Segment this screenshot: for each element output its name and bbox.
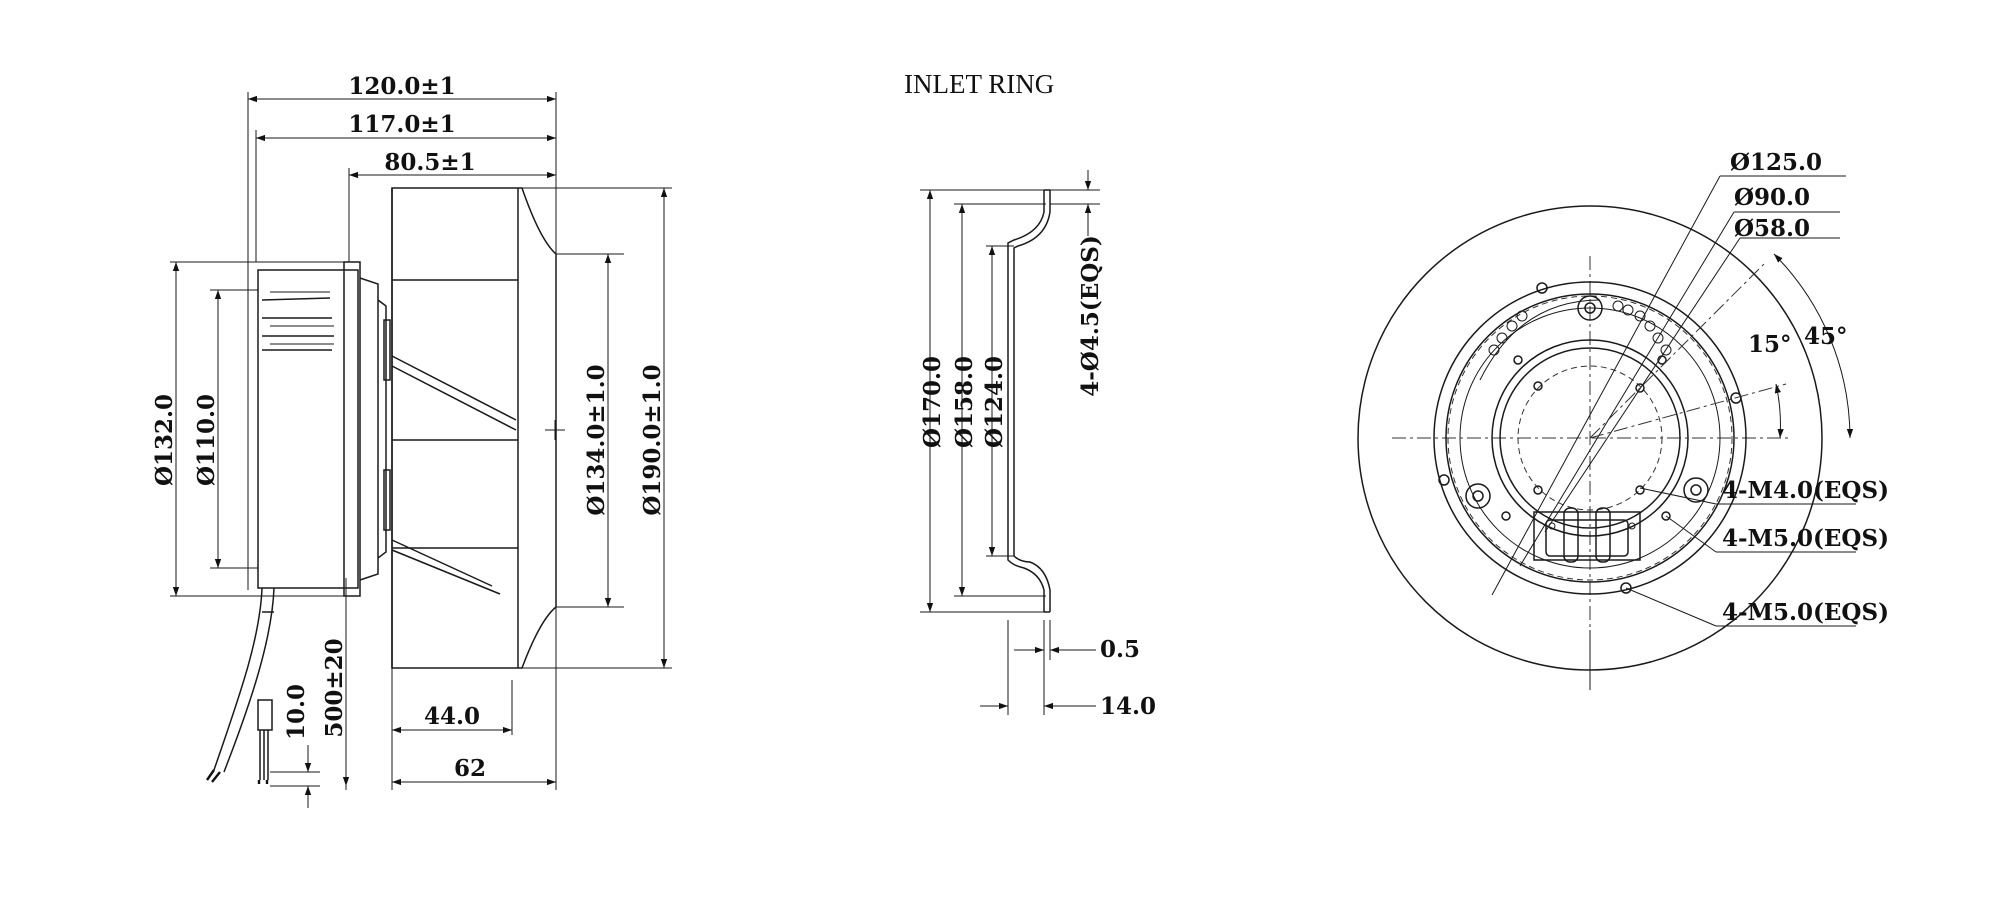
drawing-title: INLET RING	[904, 69, 1054, 99]
dim-blade-width: 44.0	[424, 703, 480, 730]
dim-pcd-58: Ø58.0	[1734, 215, 1810, 242]
dim-holes: 4-Ø4.5(EQS)	[1077, 235, 1104, 397]
dim-outer-diameter: Ø170.0	[919, 356, 946, 448]
front-view: Ø125.0 Ø90.0 Ø58.0 15° 45° 4-M4.0(EQS) 4…	[1357, 149, 1889, 690]
dim-motor-diameter: Ø132.0	[151, 394, 178, 486]
dim-impeller-width: 62	[454, 755, 486, 782]
leader-m5-b	[1625, 587, 1717, 627]
dim-depth: 14.0	[1100, 693, 1156, 720]
side-view: 120.0±1 117.0±1 80.5±1 44.0 62 Ø132.0 Ø1…	[151, 73, 672, 808]
mounting-holes	[1438, 282, 1742, 594]
angle-arc-45	[1773, 253, 1854, 439]
dim-angle-45: 45°	[1804, 323, 1848, 350]
leader-m5-a	[1665, 515, 1717, 553]
dim-inlet-diameter: Ø134.0±1.0	[583, 364, 610, 515]
dim-motor-inner-diameter: Ø110.0	[193, 394, 220, 486]
dim-inner-diameter: Ø124.0	[981, 356, 1008, 448]
dim-angle-15: 15°	[1748, 331, 1792, 358]
dim-mid-diameter: Ø158.0	[951, 356, 978, 448]
vent-slots	[1488, 300, 1672, 356]
dim-cable-length: 500±20	[321, 638, 348, 737]
inlet-ring-view: Ø170.0 Ø158.0 Ø124.0 4-Ø4.5(EQS) 0.5 14.…	[919, 170, 1156, 720]
leader-m4	[1639, 487, 1717, 505]
dim-impeller-diameter: Ø190.0±1.0	[639, 364, 666, 515]
dim-m5-holes-b: 4-M5.0(EQS)	[1722, 599, 1889, 626]
dim-m5-holes-a: 4-M5.0(EQS)	[1722, 525, 1889, 552]
angle-arc-15	[1774, 383, 1784, 439]
dim-pcd-125: Ø125.0	[1730, 149, 1822, 176]
dim-body-length: 117.0±1	[348, 111, 455, 138]
dim-pcd-90: Ø90.0	[1734, 184, 1810, 211]
dim-overall-length: 120.0±1	[348, 73, 455, 100]
dim-wire-strip: 10.0	[283, 684, 310, 740]
dim-m4-holes: 4-M4.0(EQS)	[1722, 477, 1889, 504]
dim-thickness: 0.5	[1100, 636, 1140, 663]
dim-impeller-offset: 80.5±1	[384, 149, 475, 176]
